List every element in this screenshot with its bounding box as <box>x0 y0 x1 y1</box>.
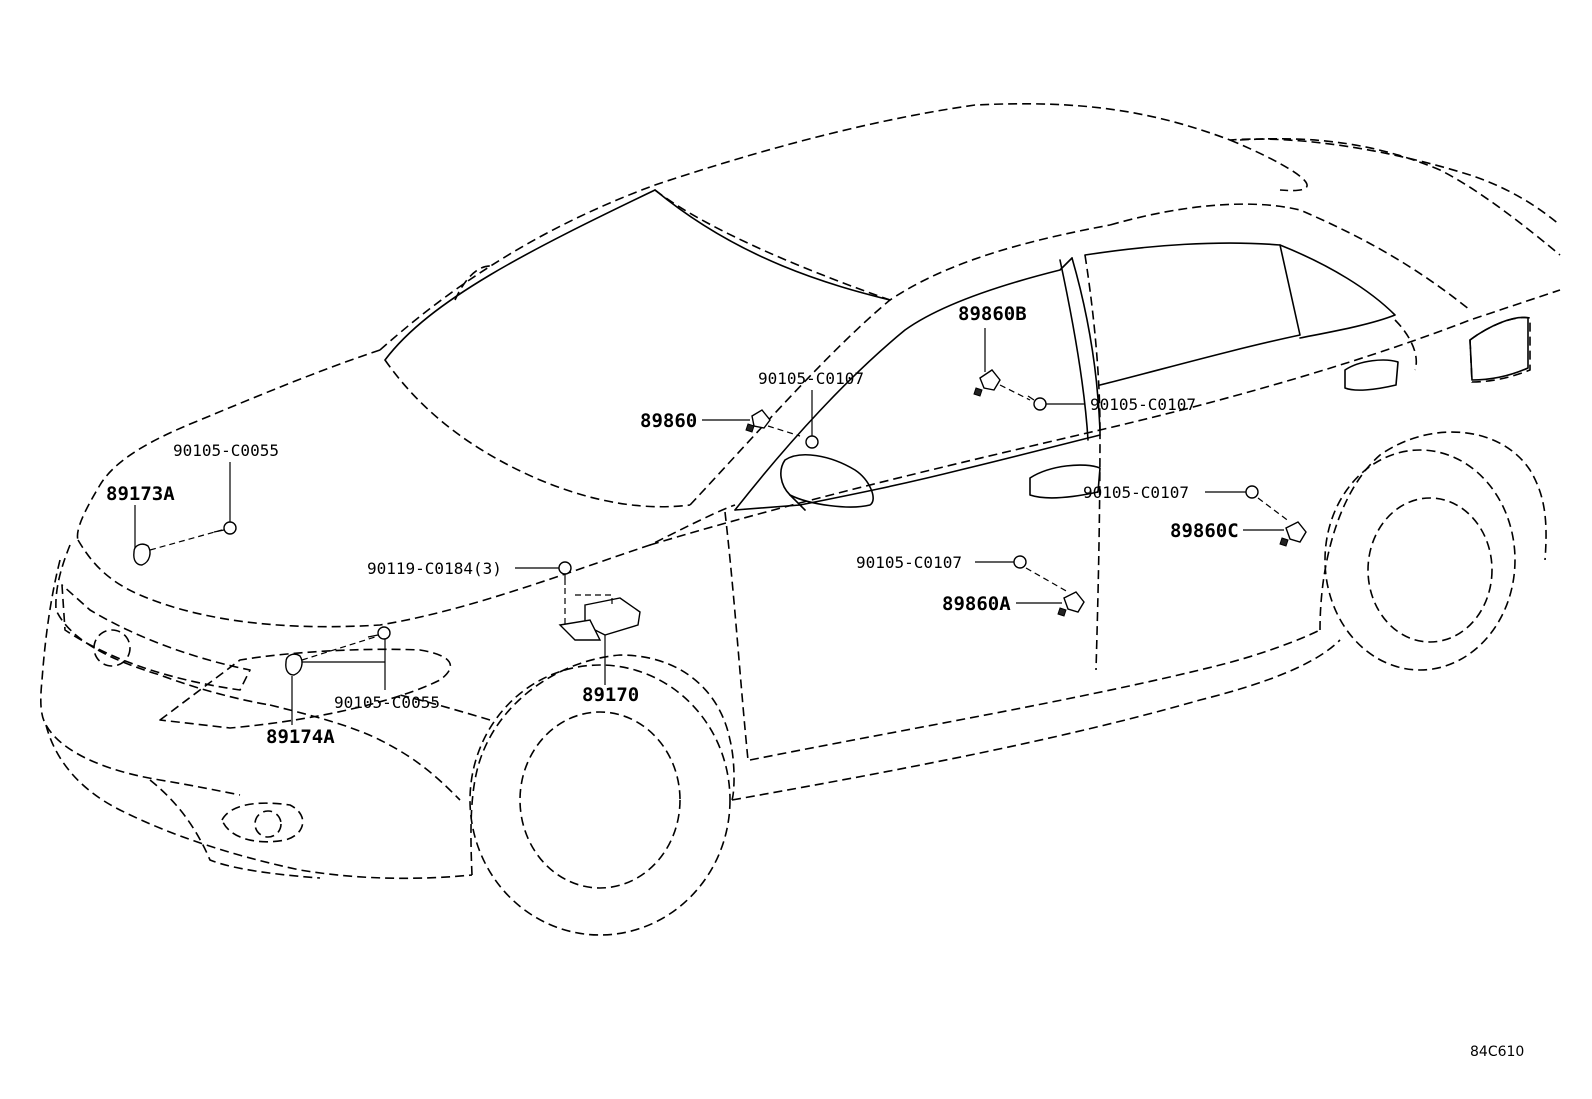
label-89860A: 89860A <box>942 593 1011 615</box>
label-89860C: 89860C <box>1170 520 1239 542</box>
label-89860B: 89860B <box>958 303 1027 325</box>
label-89173A: 89173A <box>106 483 175 505</box>
label-89174A: 89174A <box>266 726 335 748</box>
sensor-89860A <box>1016 567 1085 617</box>
bolt-90105-C0055-a <box>213 462 237 535</box>
label-89860: 89860 <box>640 410 697 432</box>
bolt-90105-C0107-a <box>1027 395 1085 411</box>
car-outline <box>40 102 1561 936</box>
diagram-code: 84C610 <box>1470 1044 1524 1060</box>
label-90105-C0055-b: 90105-C0055 <box>334 693 440 712</box>
airbag-sensor-module-89170 <box>558 588 641 685</box>
bolt-90105-C0107-c <box>1205 485 1259 499</box>
label-90105-C0055-a: 90105-C0055 <box>173 441 279 460</box>
part-labels: 89860B 90105-C0107 90105-C0107 89860 901… <box>106 303 1524 1060</box>
label-90105-C0107-a: 90105-C0107 <box>1090 395 1196 414</box>
sensor-89860C <box>1243 497 1307 547</box>
sensor-89173A <box>133 505 223 566</box>
label-90105-C0107-b: 90105-C0107 <box>758 369 864 388</box>
bolt-90105-C0107-b <box>805 390 819 449</box>
label-90105-C0107-d: 90105-C0107 <box>856 553 962 572</box>
sensor-89860B <box>973 328 1031 401</box>
label-90105-C0107-c: 90105-C0107 <box>1083 483 1189 502</box>
bolt-90119-C0184 <box>515 561 572 585</box>
bolt-90105-C0107-d <box>975 555 1027 569</box>
bolt-90105-C0055-b <box>367 626 391 690</box>
label-90119-C0184: 90119-C0184(3) <box>367 559 502 578</box>
sensor-89860 <box>702 409 801 437</box>
label-89170: 89170 <box>582 684 639 706</box>
car-details <box>384 189 1529 511</box>
sensor-89174A <box>285 636 385 725</box>
